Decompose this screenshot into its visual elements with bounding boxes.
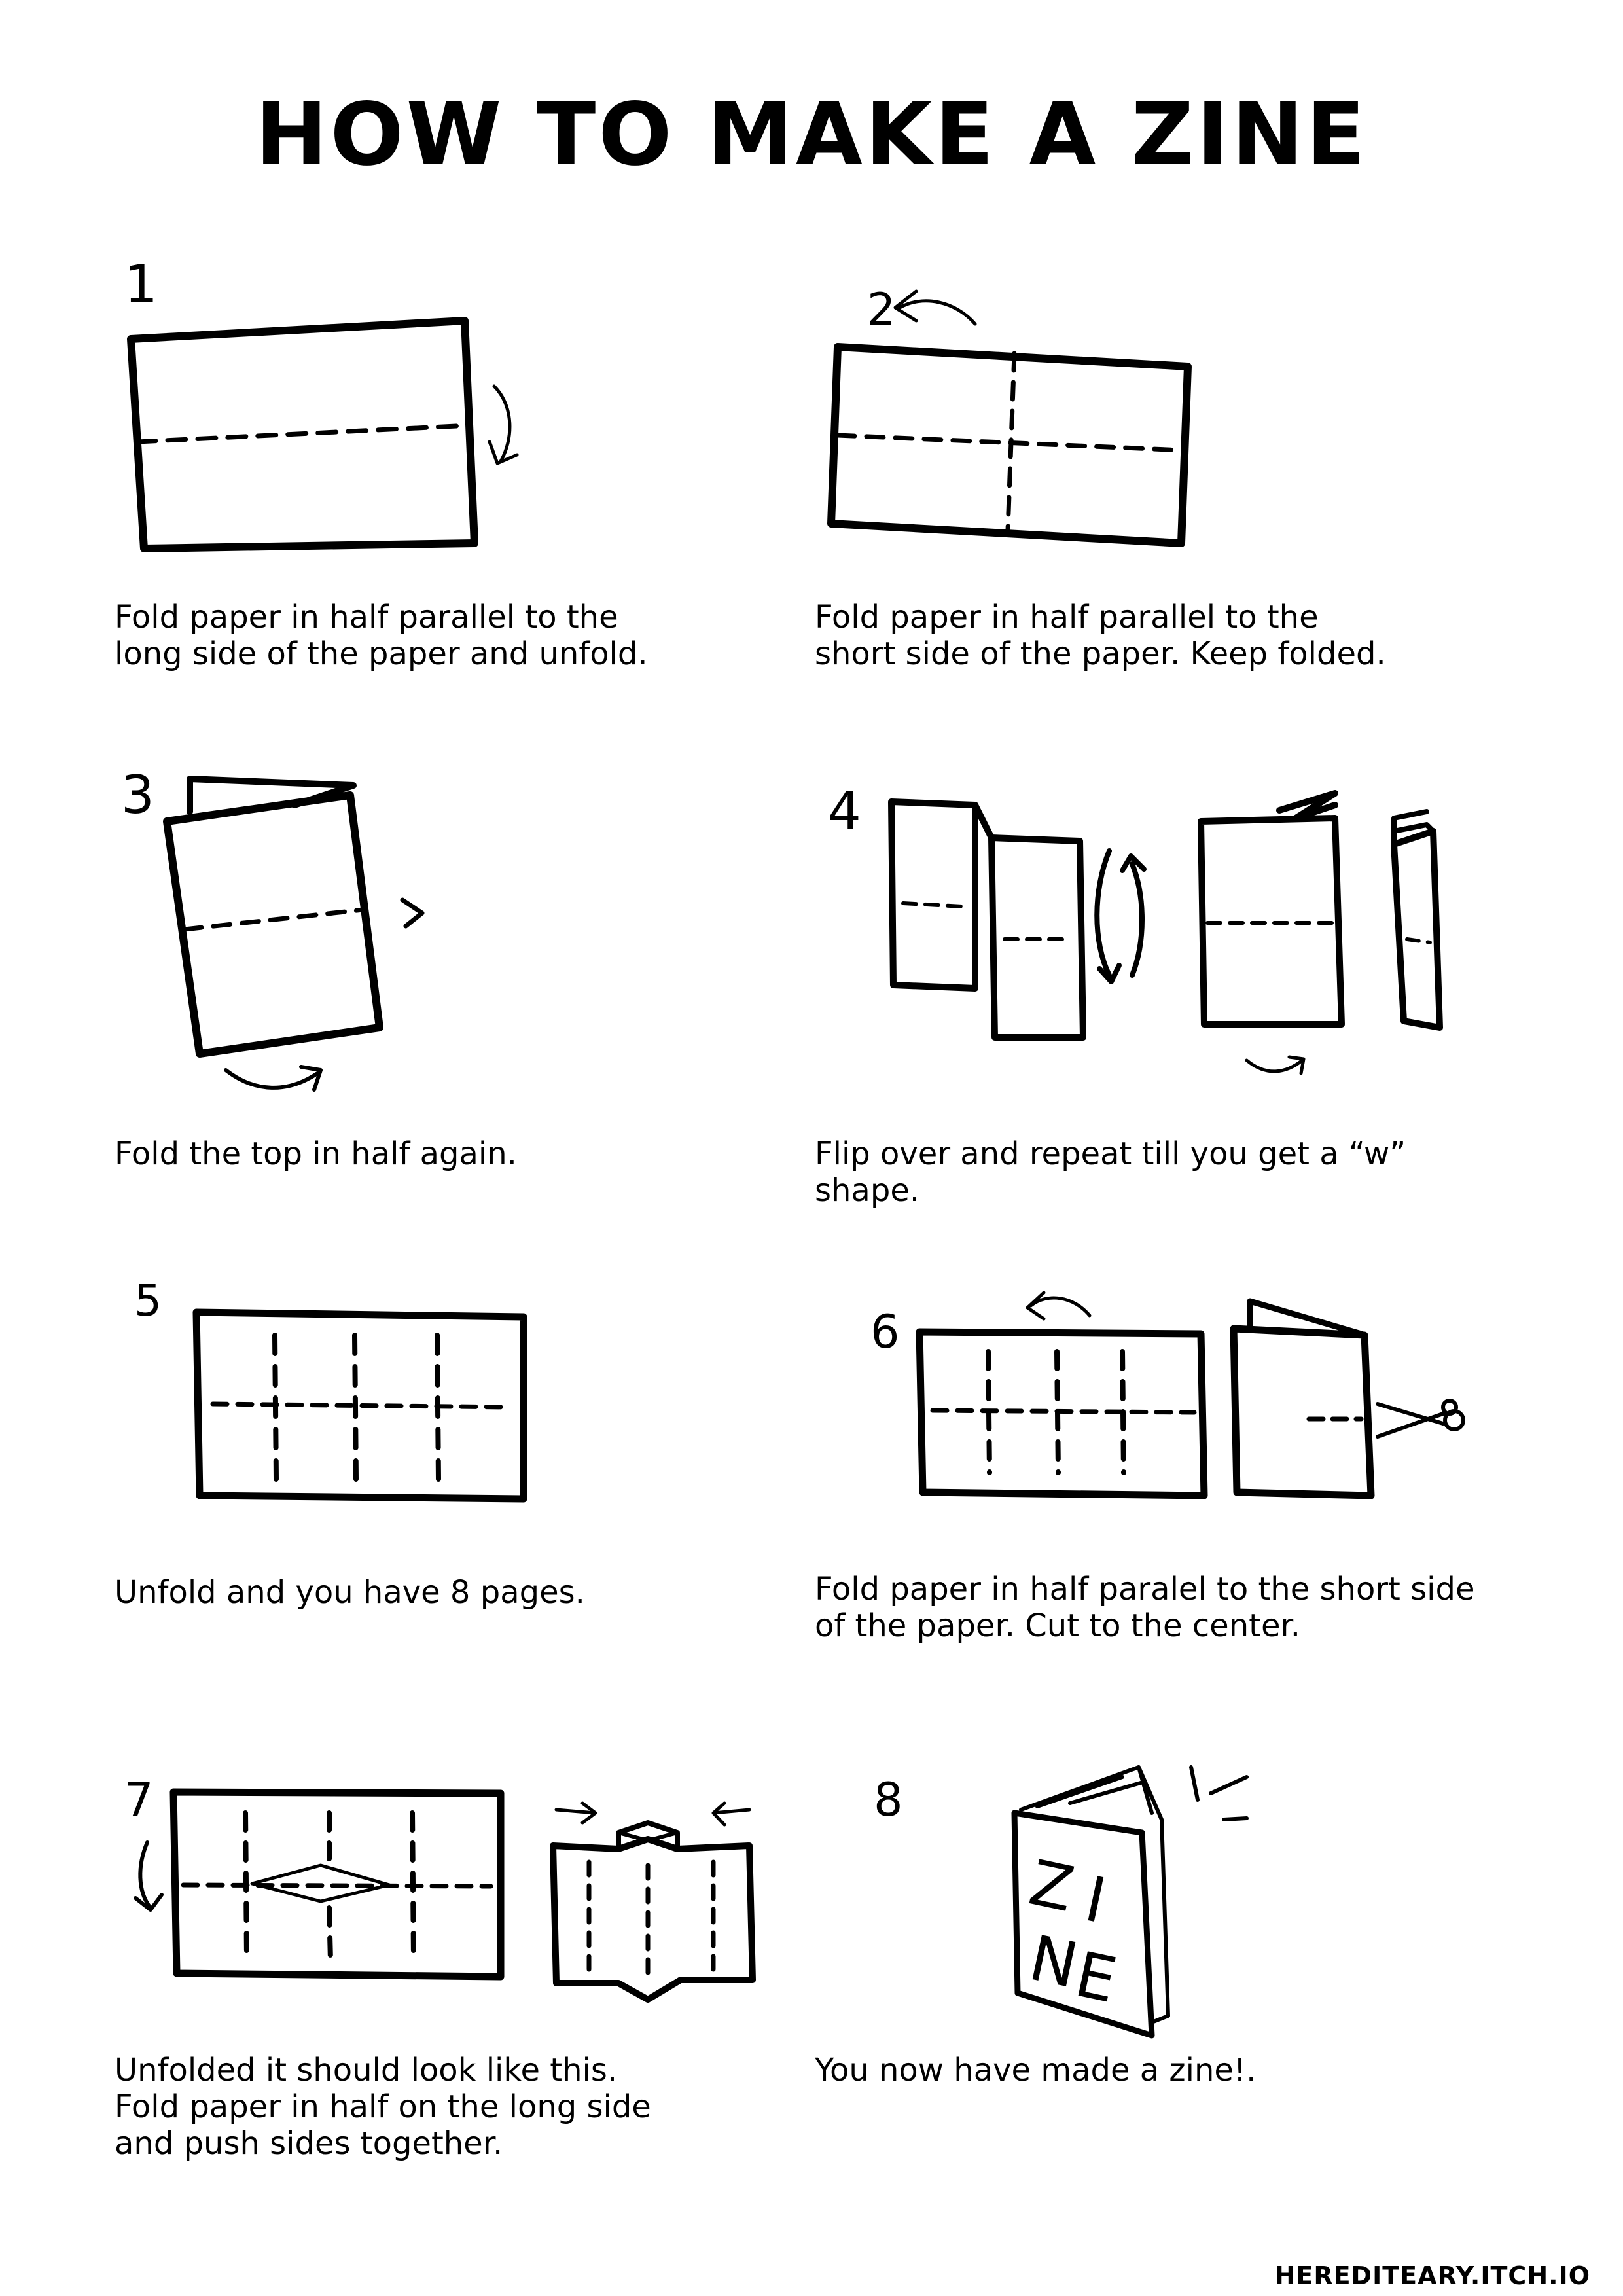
fold-arrow-icon (138, 1840, 152, 1910)
step-2-illustration (827, 289, 1192, 547)
step-5-number: 5 (134, 1276, 162, 1326)
step-3-illustration (163, 776, 425, 1092)
caption-line: and push sides together. (115, 2125, 503, 2162)
caption-line: Fold paper in half on the long side (115, 2089, 651, 2125)
caption-line: short side of the paper. Keep folded. (815, 636, 1386, 672)
step-8-number: 8 (874, 1773, 903, 1827)
step-7-caption: Unfolded it should look like this. Fold … (115, 2052, 651, 2162)
step-5-caption: Unfold and you have 8 pages. (115, 1574, 585, 1611)
flip-arrow-icon (1094, 848, 1112, 978)
step-7-number: 7 (124, 1773, 154, 1827)
step-4-illustration (888, 790, 1443, 1075)
flip-arrow-icon (224, 1068, 319, 1090)
step-4-number: 4 (828, 781, 861, 842)
caption-line: of the paper. Cut to the center. (815, 1607, 1301, 1644)
step-7-illustration (134, 1788, 756, 2003)
caption-line: You now have made a zine!. (815, 2052, 1257, 2089)
caption-line: Flip over and repeat till you get a “w” (815, 1136, 1406, 1172)
step-6-caption: Fold paper in half paralel to the short … (815, 1571, 1474, 1644)
page-title: HOW TO MAKE A ZINE (255, 84, 1368, 185)
zine-cover-letter: Z (1024, 1847, 1080, 1926)
caption-line: Fold paper in half parallel to the (815, 599, 1319, 636)
caption-line: Fold paper in half parallel to the (115, 599, 618, 636)
step-2-number: 2 (867, 284, 896, 336)
caption-line: Unfold and you have 8 pages. (115, 1574, 585, 1611)
step-6-number: 6 (870, 1305, 900, 1359)
push-arrow-icon (711, 1801, 751, 1827)
step-4-caption: Flip over and repeat till you get a “w” … (815, 1136, 1406, 1209)
step-8-illustration: Z I N E (1011, 1765, 1249, 2039)
step-1-number: 1 (124, 254, 158, 315)
step-2-caption: Fold paper in half parallel to the short… (815, 599, 1386, 672)
scissors-icon (1376, 1399, 1465, 1439)
step-5-illustration (192, 1308, 527, 1503)
footer-url: HEREDITEARY.ITCH.IO (1274, 2261, 1590, 2290)
arrow-right-icon (400, 897, 425, 929)
fold-arrow-icon (492, 384, 512, 463)
zine-cover-letter: I (1079, 1863, 1112, 1937)
caption-line: long side of the paper and unfold. (115, 636, 648, 672)
fold-arrow-icon (1029, 1296, 1092, 1318)
step-1-caption: Fold paper in half parallel to the long … (115, 599, 648, 672)
step-1-illustration (127, 317, 519, 552)
step-3-caption: Fold the top in half again. (115, 1136, 517, 1172)
fold-arrow-icon (898, 299, 977, 326)
step-6-illustration (916, 1291, 1465, 1499)
caption-line: Fold the top in half again. (115, 1136, 517, 1172)
caption-line: Unfolded it should look like this. (115, 2052, 618, 2089)
caption-line: shape. (815, 1172, 920, 1209)
step-8-caption: You now have made a zine!. (815, 2052, 1256, 2089)
flip-arrow-icon (1245, 1058, 1304, 1073)
push-arrow-icon (554, 1801, 597, 1825)
step-3-number: 3 (121, 764, 154, 825)
caption-line: Fold paper in half paralel to the short … (815, 1571, 1475, 1607)
